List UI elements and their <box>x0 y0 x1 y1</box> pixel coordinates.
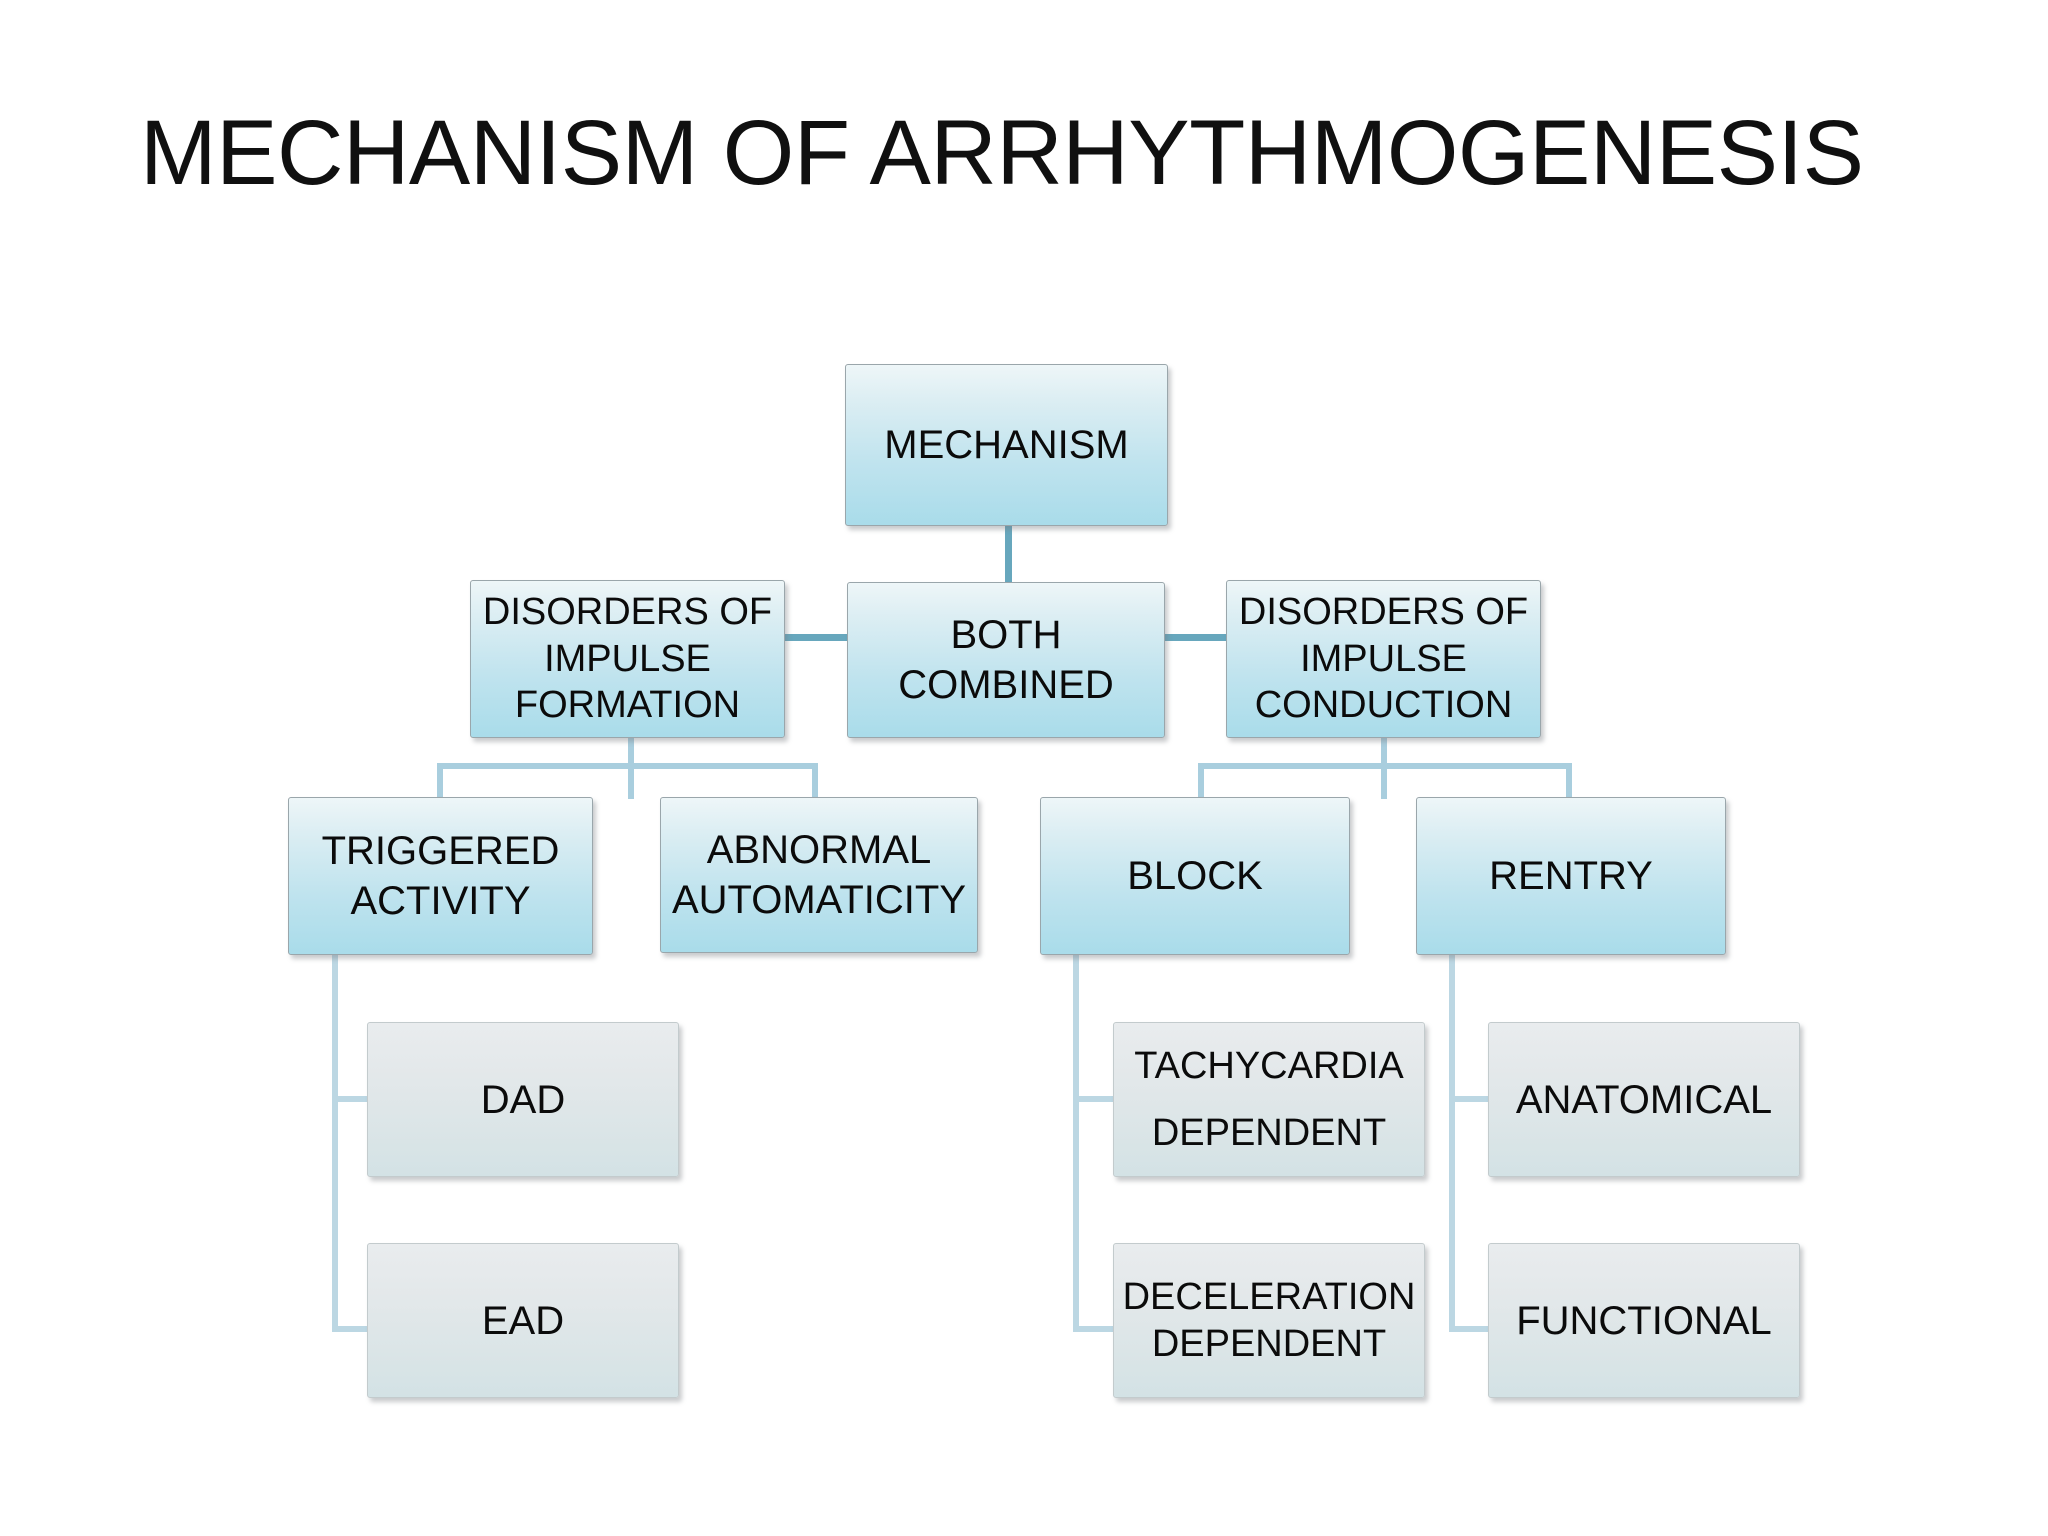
connector-rentry-trunk <box>1449 950 1455 1332</box>
connector-conduction-bus <box>1198 763 1572 769</box>
node-deceleration-dependent[interactable]: DECELERATION DEPENDENT <box>1113 1243 1425 1398</box>
node-ead[interactable]: EAD <box>367 1243 679 1398</box>
node-anatomical[interactable]: ANATOMICAL <box>1488 1022 1800 1177</box>
node-triggered-activity-label: TRIGGERED ACTIVITY <box>321 829 560 923</box>
node-mechanism[interactable]: MECHANISM <box>845 364 1168 526</box>
connector-triggered-trunk <box>332 950 338 1332</box>
node-both-combined-label: BOTH COMBINED <box>898 613 1114 707</box>
node-ead-label: EAD <box>481 1298 565 1343</box>
page-title: MECHANISM OF ARRHYTHMOGENESIS <box>140 102 1864 204</box>
node-disorders-of-impulse-conduction-label: DISORDERS OF IMPULSE CONDUCTION <box>1238 591 1529 727</box>
node-triggered-activity[interactable]: TRIGGERED ACTIVITY <box>288 797 593 955</box>
connector-stub-dad <box>332 1096 377 1102</box>
node-dad-label: DAD <box>480 1077 566 1122</box>
connector-drop-abnormal-automaticity <box>812 763 818 800</box>
node-mechanism-label: MECHANISM <box>884 423 1129 467</box>
node-rentry-label: RENTRY <box>1489 854 1653 898</box>
connector-drop-rentry <box>1566 763 1572 800</box>
node-block[interactable]: BLOCK <box>1040 797 1350 955</box>
node-dad[interactable]: DAD <box>367 1022 679 1177</box>
node-disorders-of-impulse-formation-label: DISORDERS OF IMPULSE FORMATION <box>482 591 773 727</box>
node-deceleration-dependent-label: DECELERATION DEPENDENT <box>1122 1276 1416 1365</box>
connector-stub-ead <box>332 1326 377 1332</box>
node-abnormal-automaticity[interactable]: ABNORMAL AUTOMATICITY <box>660 797 978 953</box>
node-functional-label: FUNCTIONAL <box>1516 1298 1772 1343</box>
node-anatomical-label: ANATOMICAL <box>1515 1077 1773 1122</box>
node-disorders-of-impulse-conduction[interactable]: DISORDERS OF IMPULSE CONDUCTION <box>1226 580 1541 738</box>
connector-stub-deceleration <box>1073 1326 1118 1332</box>
node-rentry[interactable]: RENTRY <box>1416 797 1726 955</box>
node-abnormal-automaticity-label: ABNORMAL AUTOMATICITY <box>671 828 967 922</box>
connector-stub-tachycardia <box>1073 1096 1118 1102</box>
connector-drop-triggered-activity <box>437 763 443 800</box>
node-disorders-of-impulse-formation[interactable]: DISORDERS OF IMPULSE FORMATION <box>470 580 785 738</box>
node-functional[interactable]: FUNCTIONAL <box>1488 1243 1800 1398</box>
connector-drop-block <box>1198 763 1204 800</box>
connector-formation-bus <box>437 763 818 769</box>
connector-stub-anatomical <box>1449 1096 1494 1102</box>
node-tachycardia-dependent-label: TACHYCARDIA DEPENDENT <box>1134 1045 1404 1154</box>
connector-stub-functional <box>1449 1326 1494 1332</box>
connector-block-trunk <box>1073 950 1079 1332</box>
connector-root-stem <box>1005 523 1012 593</box>
node-both-combined[interactable]: BOTH COMBINED <box>847 582 1165 738</box>
node-tachycardia-dependent[interactable]: TACHYCARDIA DEPENDENT <box>1113 1022 1425 1177</box>
node-block-label: BLOCK <box>1127 854 1263 898</box>
